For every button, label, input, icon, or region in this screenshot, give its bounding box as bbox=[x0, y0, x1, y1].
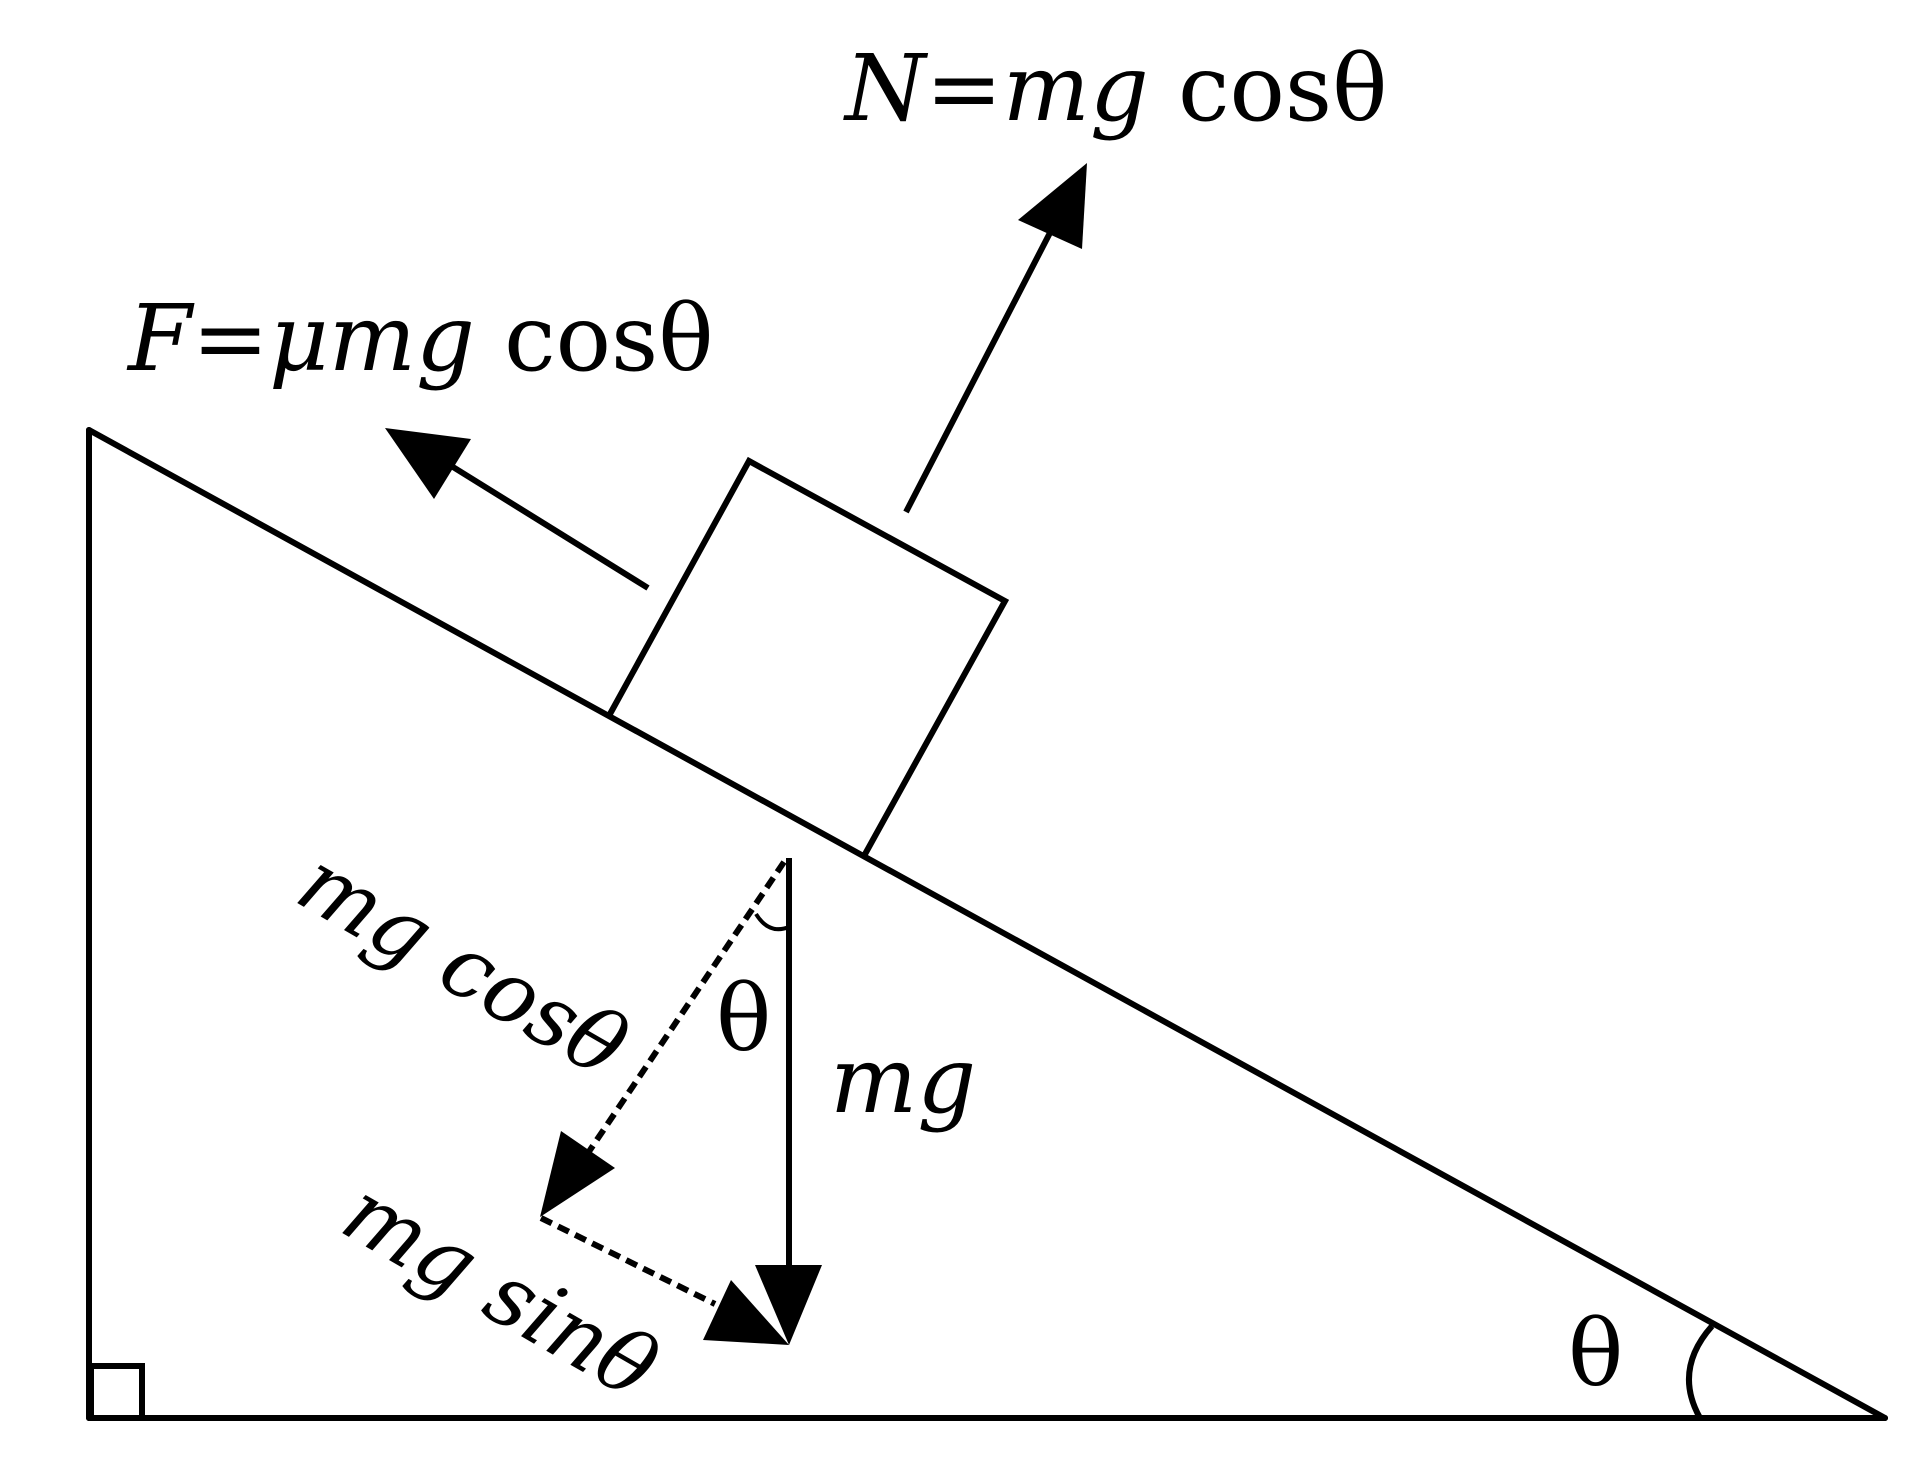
right-angle-marker-icon bbox=[88, 1363, 145, 1421]
parallel-component-arrow bbox=[539, 1215, 789, 1345]
perpendicular-component-arrow bbox=[540, 860, 787, 1217]
friction-force-arrow bbox=[385, 428, 650, 591]
normal-force-arrowhead-icon bbox=[1018, 163, 1087, 249]
incline-triangle bbox=[86, 427, 1888, 1421]
weight-arrow bbox=[755, 858, 822, 1345]
weight-label: mg bbox=[830, 1027, 976, 1134]
perpendicular-component-label: mg cosθ bbox=[282, 832, 644, 1099]
friction-force-label: F=μmg cosθ bbox=[126, 285, 714, 392]
parallel-component-arrowhead-icon bbox=[703, 1280, 789, 1345]
weight-arrowhead-icon bbox=[755, 1265, 822, 1345]
parallel-component-label: mg sinθ bbox=[327, 1162, 674, 1420]
theta-label-base: θ bbox=[1568, 1300, 1623, 1407]
block bbox=[607, 456, 1010, 858]
perpendicular-component-arrowhead-icon bbox=[540, 1131, 615, 1217]
normal-force-arrow bbox=[903, 163, 1087, 514]
normal-force-label: N=mg cosθ bbox=[843, 35, 1388, 142]
incline-hypotenuse bbox=[86, 427, 1888, 1421]
friction-force-arrowhead-icon bbox=[385, 428, 471, 499]
theta-label-weight: θ bbox=[716, 965, 771, 1072]
theta-arc-weight-icon bbox=[754, 912, 790, 932]
theta-arc-base-icon bbox=[1686, 1324, 1715, 1420]
